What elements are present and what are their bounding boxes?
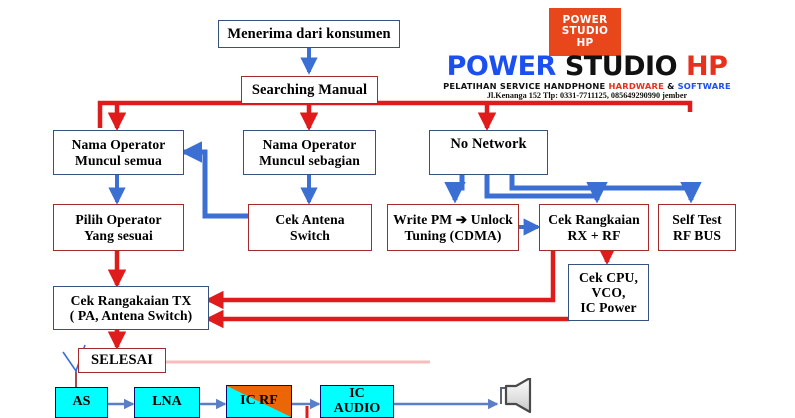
node-cek-cpu-vco-ic-power[interactable]: Cek CPU, VCO, IC Power [568,264,649,321]
chip-label: IC RF [240,393,278,409]
node-label: Cek Rangkaian RX + RF [548,212,640,243]
logo-word-studio: STUDIO [564,50,678,82]
node-label: No Network [450,136,527,152]
node-label: Searching Manual [251,81,368,98]
power-studio-hp-logo: POWER STUDIO HP POWER STUDIO HP PELATIHA… [441,8,733,100]
logo-tagline: PELATIHAN SERVICE HANDPHONE HARDWARE & S… [441,81,733,91]
node-label: Pilih Operator Yang sesuai [75,212,162,243]
logo-word-hp: HP [686,50,728,82]
logo-mark-line1: POWER [562,14,608,26]
node-label: Cek CPU, VCO, IC Power [579,269,638,316]
logo-mark-line2: STUDIO [561,25,609,38]
chip-label: AS [72,394,91,410]
node-label: Menerima dari konsumen [227,25,391,42]
chip-label: IC AUDIO [333,385,381,416]
node-no-network[interactable]: No Network [429,130,548,175]
chip-lna[interactable]: LNA [134,387,200,418]
node-label: Cek Antena Switch [275,212,345,243]
node-label: Write PM ➔ Unlock Tuning (CDMA) [393,212,513,243]
chip-ic-audio[interactable]: IC AUDIO [320,385,394,418]
node-cek-antena-switch[interactable]: Cek Antena Switch [248,204,372,251]
chip-ic-rf[interactable]: IC RF [226,385,292,418]
node-nama-operator-muncul-sebagian[interactable]: Nama Operator Muncul sebagian [243,130,376,175]
speaker-icon [504,378,532,414]
chip-label: LNA [152,394,182,410]
logo-address: Jl.Kenanga 152 Tlp: 0331-7711125, 085649… [486,91,688,100]
tagline-software: SOFTWARE [677,81,731,91]
node-label: SELESAI [91,352,153,369]
chip-as[interactable]: AS [55,387,108,418]
node-selesai[interactable]: SELESAI [78,348,166,373]
node-self-test-rf-bus[interactable]: Self Test RF BUS [658,204,736,251]
node-cek-rangakaian-tx[interactable]: Cek Rangakaian TX ( PA, Antena Switch) [53,286,209,330]
node-nama-operator-muncul-semua[interactable]: Nama Operator Muncul semua [53,130,184,175]
logo-wordmark: POWER STUDIO HP [441,50,733,82]
node-write-pm-unlock-tuning[interactable]: Write PM ➔ Unlock Tuning (CDMA) [387,204,519,251]
node-cek-rangkaian-rx-rf[interactable]: Cek Rangkaian RX + RF [539,204,649,251]
node-label: Nama Operator Muncul semua [71,137,166,168]
logo-mark-line3: HP [576,36,594,49]
logo-mark: POWER STUDIO HP [549,8,621,56]
logo-word-power: POWER [446,50,557,82]
node-label: Cek Rangakaian TX ( PA, Antena Switch) [69,292,193,323]
node-menerima[interactable]: Menerima dari konsumen [218,20,400,48]
tagline-hardware: HARDWARE [608,81,664,91]
node-pilih-operator[interactable]: Pilih Operator Yang sesuai [53,204,184,251]
node-label: Nama Operator Muncul sebagian [259,137,360,168]
node-label: Self Test RF BUS [672,212,722,243]
tagline-prefix: PELATIHAN SERVICE HANDPHONE [443,81,609,91]
node-searching-manual[interactable]: Searching Manual [241,76,378,104]
tagline-amp: & [663,81,678,91]
